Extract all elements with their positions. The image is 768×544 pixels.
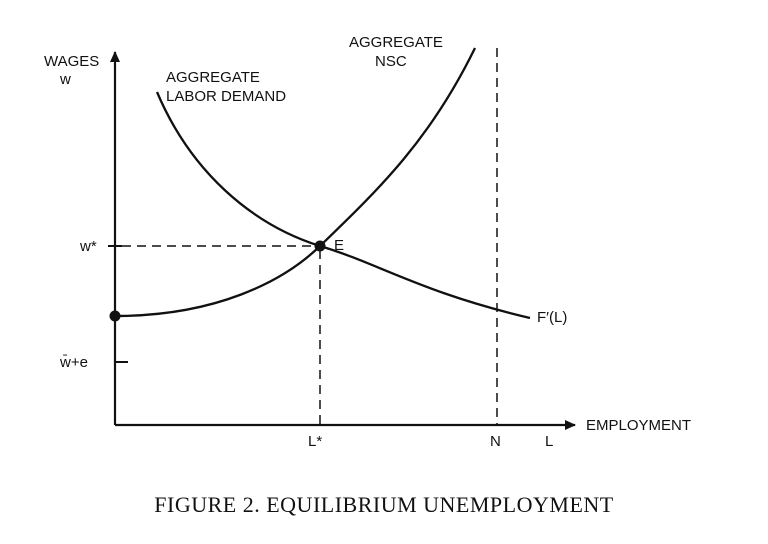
w-bar-e-label: w̄+e: [59, 354, 88, 371]
labor-demand-label-line1: AGGREGATE: [166, 69, 260, 86]
figure-caption: FIGURE 2. EQUILIBRIUM UNEMPLOYMENT: [154, 492, 613, 517]
x-axis-symbol: L: [545, 433, 553, 450]
nsc-label-line2: NSC: [375, 53, 407, 70]
labor-demand-label-line2: LABOR DEMAND: [166, 88, 286, 105]
x-axis-title: EMPLOYMENT: [586, 417, 691, 434]
y-axis-symbol: w: [59, 71, 71, 88]
l-star-label: L*: [308, 433, 322, 450]
y-axis-title: WAGES: [44, 53, 99, 70]
w-star-label: w*: [79, 238, 97, 255]
equilibrium-point: [314, 240, 326, 252]
nsc-intercept-point: [109, 310, 121, 322]
nsc-label-line1: AGGREGATE: [349, 34, 443, 51]
labor-demand-curve: [155, 91, 531, 320]
demand-function-label: F′(L): [537, 309, 567, 326]
n-label: N: [490, 433, 501, 450]
equilibrium-label: E: [334, 237, 344, 254]
